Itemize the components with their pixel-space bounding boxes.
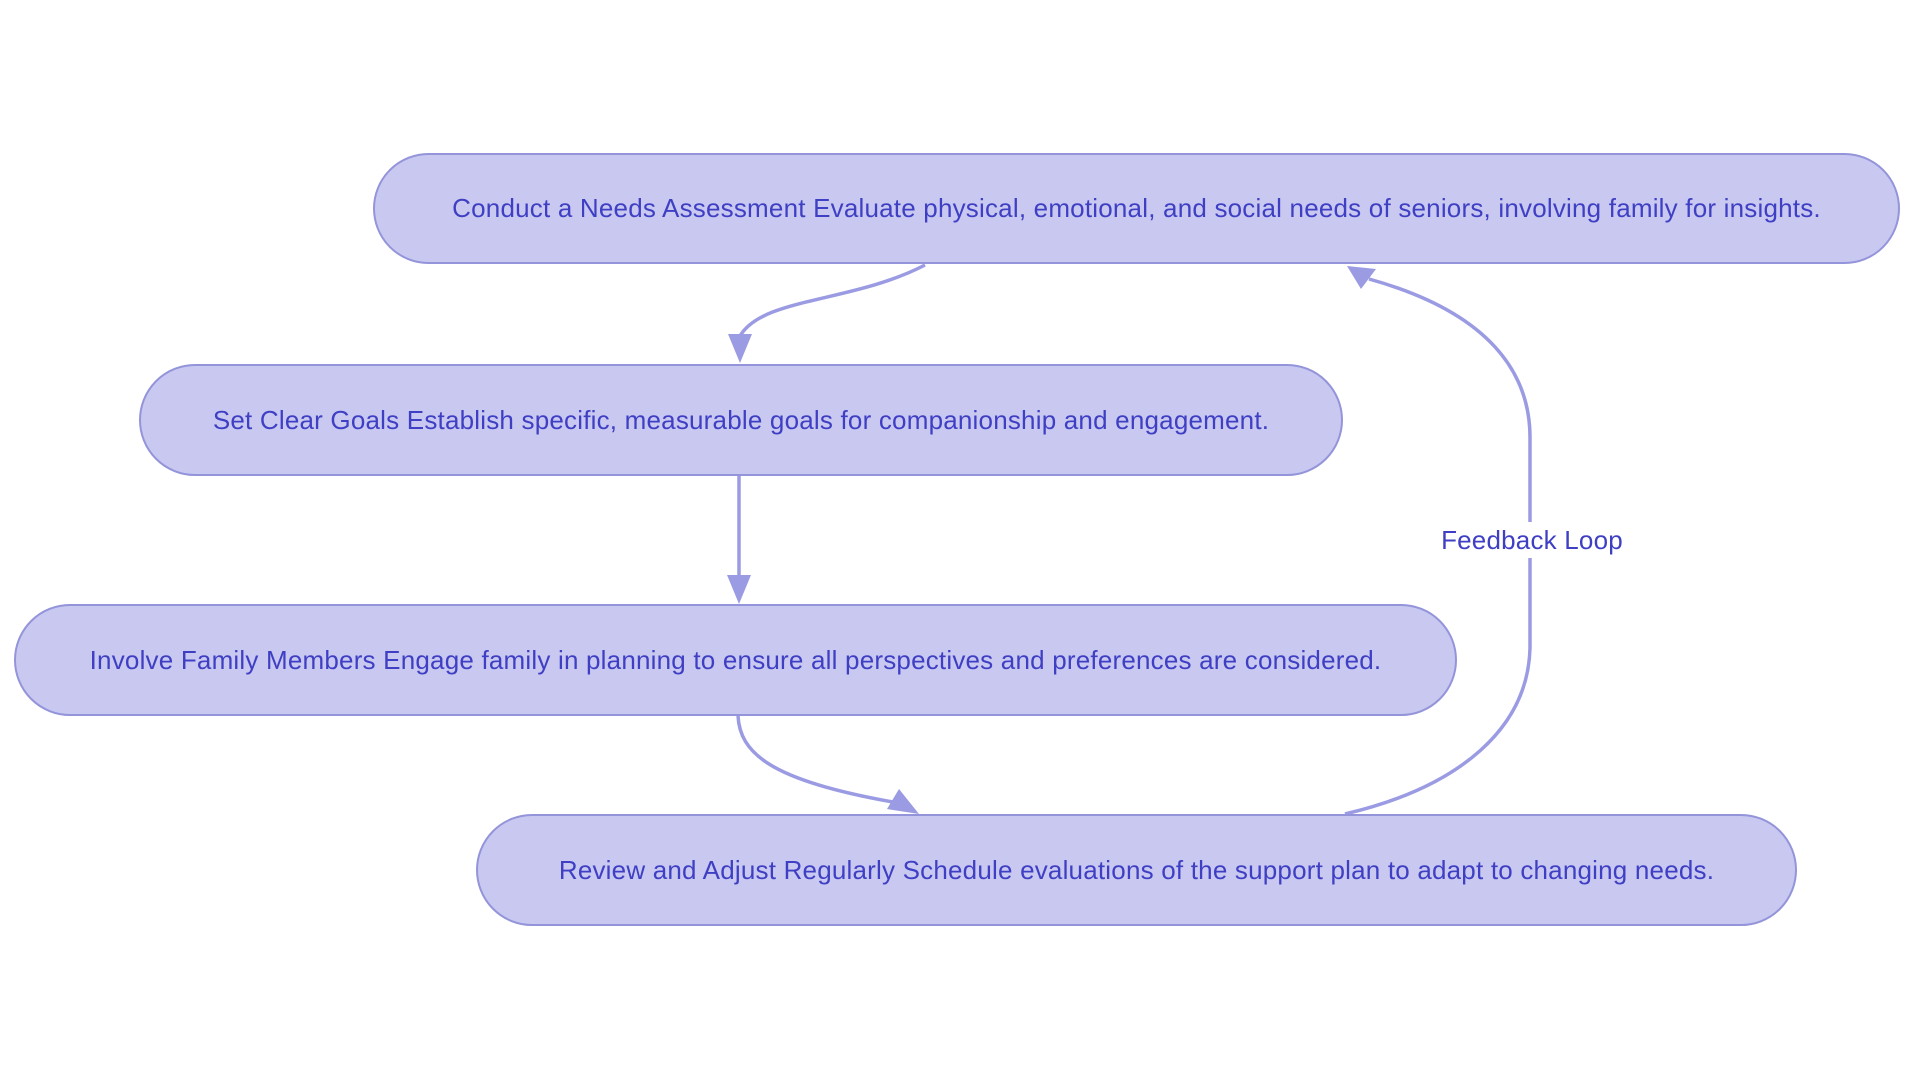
edge-set-goals-to-involve-family xyxy=(727,476,751,604)
node-set-goals: Set Clear Goals Establish specific, meas… xyxy=(139,364,1343,476)
arrowhead-down-right-icon xyxy=(887,789,919,814)
arrowhead-down-icon xyxy=(728,334,752,363)
node-needs-assessment: Conduct a Needs Assessment Evaluate phys… xyxy=(373,153,1900,264)
arrowhead-up-left-icon xyxy=(1347,266,1376,289)
node-involve-family: Involve Family Members Engage family in … xyxy=(14,604,1457,716)
edge-needs-assessment-to-set-goals xyxy=(728,263,926,363)
node-involve-family-label: Involve Family Members Engage family in … xyxy=(89,644,1382,675)
node-needs-assessment-label: Conduct a Needs Assessment Evaluate phys… xyxy=(452,193,1821,223)
node-set-goals-label: Set Clear Goals Establish specific, meas… xyxy=(212,404,1270,435)
arrowhead-down-icon xyxy=(727,575,751,604)
feedback-loop-label: Feedback Loop xyxy=(1429,522,1635,558)
node-review-adjust-label: Review and Adjust Regularly Schedule eva… xyxy=(558,854,1715,885)
edge-involve-family-to-review-adjust xyxy=(736,715,919,814)
node-review-adjust: Review and Adjust Regularly Schedule eva… xyxy=(476,814,1797,926)
